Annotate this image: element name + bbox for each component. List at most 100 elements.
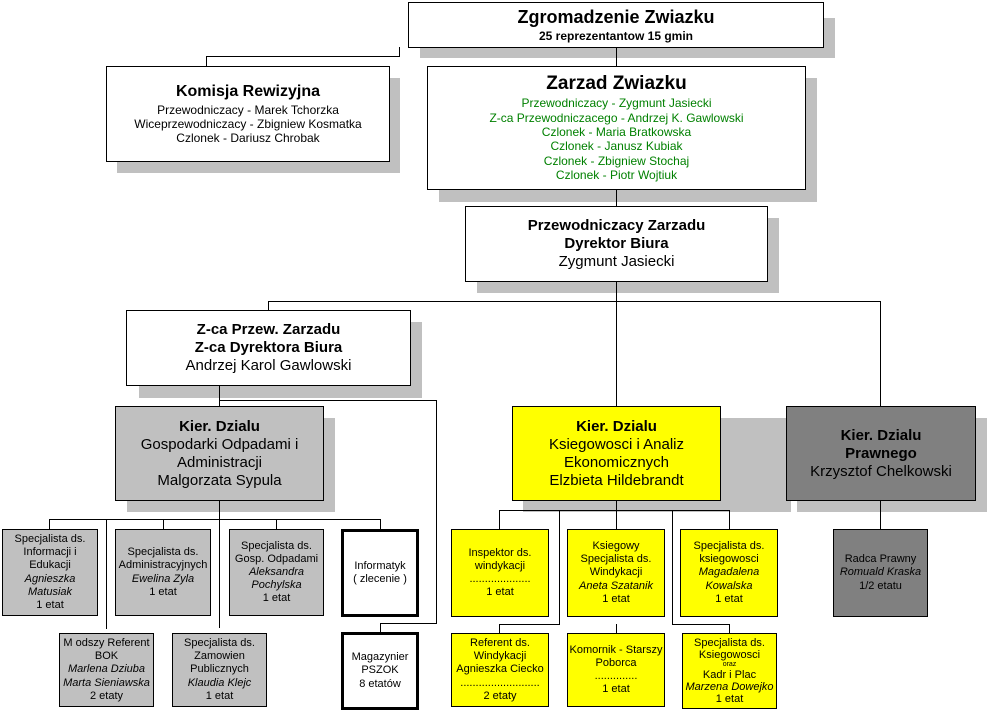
node-line: Gosp. Odpadami bbox=[234, 552, 319, 565]
node-line: ksiegowosci bbox=[699, 553, 759, 566]
node-person: Agnieszka Ciecko bbox=[456, 663, 544, 676]
node-line: Gospodarki Odpadami i bbox=[140, 435, 299, 453]
node-title: Przewodniczacy Zarzadu bbox=[527, 217, 706, 234]
node-fte: 1 etat bbox=[486, 586, 514, 599]
connector bbox=[616, 500, 617, 529]
node-line: Specjalista ds. bbox=[127, 546, 199, 559]
node-person: Matusiak bbox=[27, 585, 73, 598]
node-line: Specjalista ds. bbox=[693, 540, 765, 553]
connector bbox=[880, 500, 881, 529]
node-line: Informacji i bbox=[23, 546, 77, 559]
connector bbox=[276, 519, 277, 529]
node-subtitle: 25 reprezentantow 15 gmin bbox=[538, 28, 694, 43]
connector bbox=[206, 56, 207, 66]
connector bbox=[219, 500, 220, 628]
node-person: Zygmunt Jasiecki bbox=[558, 253, 675, 270]
node-assembly: Zgromadzenie Zwiazku 25 reprezentantow 1… bbox=[408, 2, 824, 48]
connector bbox=[616, 624, 617, 634]
node-person: Magadalena bbox=[698, 566, 760, 579]
member: Przewodniczacy - Zygmunt Jasiecki bbox=[521, 96, 712, 111]
node-person: Elzbieta Hildebrandt bbox=[549, 471, 684, 489]
node-line: Specjalista ds. bbox=[241, 539, 312, 552]
connector bbox=[559, 510, 560, 624]
node-person: Kowalska bbox=[705, 579, 753, 592]
node-audit-commission: Komisja Rewizyjna Przewodniczacy - Marek… bbox=[106, 66, 390, 162]
node-fte: 1 etat bbox=[715, 592, 743, 605]
node-spec-info: Specjalista ds. Informacji i Edukacji Ag… bbox=[2, 529, 98, 616]
node-person: Agnieszka bbox=[24, 572, 76, 585]
connector bbox=[399, 47, 400, 57]
connector bbox=[163, 519, 164, 529]
member: Przewodniczacy - Marek Tchorzka bbox=[157, 102, 339, 117]
node-person: Marlena Dziuba bbox=[67, 663, 146, 676]
node-person: Ewelina Zyla bbox=[131, 572, 195, 585]
node-spec-admin: Specjalista ds. Administracyjnych Ewelin… bbox=[115, 529, 211, 616]
node-person: Marzena Dowejko bbox=[685, 680, 774, 693]
connector bbox=[206, 56, 400, 57]
connector bbox=[380, 623, 381, 633]
member: Czlonek - Dariusz Chrobak bbox=[176, 131, 320, 146]
connector bbox=[219, 385, 220, 406]
node-fte: 1 etat bbox=[205, 689, 234, 702]
node-fte: 8 etatów bbox=[359, 677, 401, 690]
node-line: Inspektor ds. bbox=[468, 546, 532, 559]
node-line: BOK bbox=[94, 650, 119, 663]
node-person: Aleksandra bbox=[248, 565, 305, 578]
node-line: Poborca bbox=[595, 656, 637, 669]
node-board: Zarzad Zwiazku Przewodniczacy - Zygmunt … bbox=[427, 66, 806, 190]
node-spec-waste: Specjalista ds. Gosp. Odpadami Aleksandr… bbox=[229, 529, 324, 616]
node-fte: 1 etat bbox=[262, 592, 291, 605]
node-line: Specjalista ds. bbox=[580, 553, 652, 566]
connector bbox=[499, 624, 500, 634]
connector bbox=[380, 519, 381, 529]
node-spec-procurement: Specjalista ds. Zamowien Publicznych Kla… bbox=[172, 633, 267, 707]
node-title: Komisja Rewizyjna bbox=[175, 83, 321, 101]
node-title: Z-ca Przew. Zarzadu bbox=[196, 321, 341, 338]
connector bbox=[616, 189, 617, 206]
node-accountant: Ksiegowy Specjalista ds. Windykacji Anet… bbox=[567, 529, 665, 617]
member: Czlonek - Zbigniew Stochaj bbox=[543, 153, 690, 168]
node-line: Specjalista ds. bbox=[184, 637, 255, 650]
node-fte: 1 etat bbox=[715, 692, 744, 705]
node-spec-accounting: Specjalista ds. ksiegowosci Magadalena K… bbox=[680, 529, 778, 617]
node-line: Zamowien bbox=[194, 650, 245, 663]
connector bbox=[499, 624, 560, 625]
member: Czlonek - Piotr Wojtiuk bbox=[555, 168, 678, 183]
node-person: Krzysztof Chelkowski bbox=[810, 462, 952, 480]
connector bbox=[729, 510, 730, 529]
node-line: oraz bbox=[722, 661, 737, 669]
node-spec-payroll: Specjalista ds. Ksiegowosci oraz Kadr i … bbox=[682, 633, 777, 709]
node-line: Kadr i Plac bbox=[702, 668, 757, 681]
connector bbox=[672, 624, 730, 625]
node-person: Malgorzata Sypula bbox=[157, 471, 282, 489]
node-line: ( zlecenie ) bbox=[353, 573, 407, 585]
node-line: Administracji bbox=[176, 453, 263, 471]
node-person: Klaudia Klejc bbox=[187, 676, 252, 689]
node-line: M odszy Referent bbox=[63, 637, 150, 650]
node-fte: 1/2 etatu bbox=[859, 579, 902, 592]
connector bbox=[616, 47, 617, 66]
node-title: Kier. Dzialu bbox=[179, 417, 260, 435]
node-deputy-director: Z-ca Przew. Zarzadu Z-ca Dyrektora Biura… bbox=[126, 310, 411, 386]
node-fte: 1 etat bbox=[149, 585, 177, 598]
node-line: Ksiegowosci i Analiz bbox=[548, 435, 685, 453]
node-person: Pochylska bbox=[251, 579, 302, 592]
connector bbox=[436, 400, 437, 623]
node-fte: 1 etat bbox=[602, 592, 630, 605]
node-title: Dyrektor Biura bbox=[564, 235, 669, 252]
node-line: Radca Prawny bbox=[844, 553, 917, 566]
node-inspector: Inspektor ds. windykacji ...............… bbox=[451, 529, 549, 617]
node-line: Administracyjnych bbox=[118, 559, 208, 572]
node-title: Zgromadzenie Zwiazku bbox=[517, 7, 715, 27]
connector bbox=[49, 519, 381, 520]
connector bbox=[219, 400, 437, 401]
node-line: Windykacji bbox=[473, 650, 527, 663]
member: Z-ca Przewodniczacego - Andrzej K. Gawlo… bbox=[489, 110, 744, 125]
node-dots: .......................... bbox=[460, 676, 540, 689]
node-bailiff: Komornik - Starszy Poborca .............… bbox=[567, 633, 665, 707]
node-line: PSZOK bbox=[361, 664, 399, 677]
node-dept-waste: Kier. Dzialu Gospodarki Odpadami i Admin… bbox=[115, 406, 324, 501]
node-person: Andrzej Karol Gawlowski bbox=[185, 357, 352, 374]
node-line: windykacji bbox=[474, 559, 526, 572]
node-line: Ekonomicznych bbox=[563, 453, 670, 471]
